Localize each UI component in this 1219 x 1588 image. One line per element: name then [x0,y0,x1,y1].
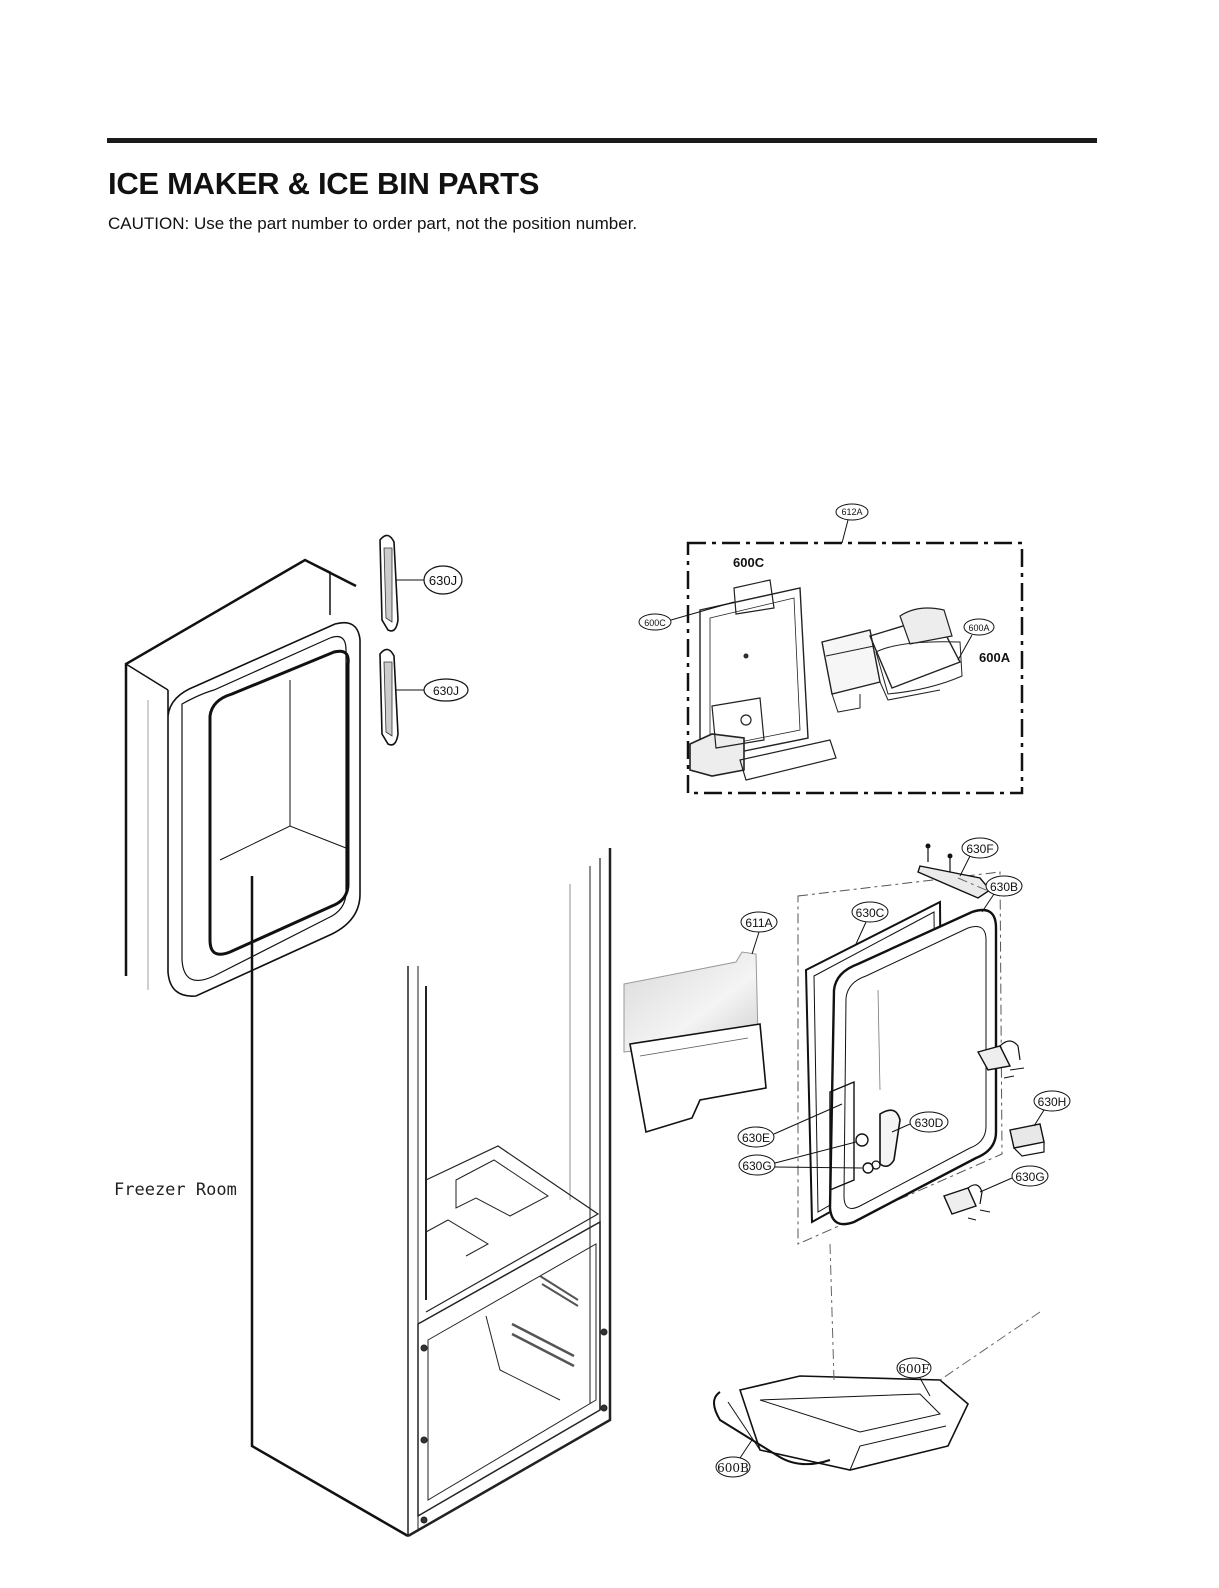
part-630J-top [379,534,424,632]
callout-630F: 630F [959,837,999,877]
callout-600F-label: 600F [898,1362,929,1376]
callout-630B: 630B [981,875,1023,913]
callout-600A-small: 600A [957,618,995,661]
part-630G-bracket [943,1184,991,1221]
callout-630C: 630C [851,901,889,945]
part-630B-door [828,908,998,1226]
callout-630J-bottom-label: 630J [433,684,459,698]
callout-630B-label: 630B [990,880,1018,894]
part-hinge-right [976,1040,1025,1079]
callout-630H: 630H [1033,1090,1071,1127]
icemaker-assembly-box [686,519,1024,795]
header-rule [107,138,1097,143]
callout-630H-label: 630H [1038,1095,1067,1109]
callout-630J-top-label: 630J [429,573,457,588]
callout-630G-right-label: 630G [1015,1170,1044,1184]
callout-600B: 600B [715,1439,753,1478]
callout-600A-bold: 600A [979,650,1011,665]
part-630J-bottom [379,648,424,746]
callout-630F-label: 630F [966,842,993,856]
callout-630E: 630E [737,1103,843,1148]
part-600A-icemaker [821,607,963,713]
callout-630G-right: 630G [979,1165,1049,1193]
part-630H-cap [1009,1123,1045,1157]
ice-bin-door-outline [797,871,1003,1245]
callout-630J-top: 630J [423,565,463,595]
callout-612A-label: 612A [841,507,862,517]
callout-600C-small: 600C [638,601,735,631]
part-630F-hinge-bracket [917,843,992,899]
part-611A-cover [623,951,767,1134]
callout-630D-label: 630D [915,1116,944,1130]
callout-630G-left: 630G [738,1141,863,1176]
callout-600A-small-label: 600A [968,623,989,633]
callout-600B-label: 600B [717,1461,749,1475]
callout-600F: 600F [896,1357,932,1397]
callout-611A: 611A [740,911,778,955]
callout-611A-label: 611A [745,916,772,930]
callout-600C-small-label: 600C [644,618,666,628]
part-600C-bracket [689,579,837,781]
callout-600C-bold: 600C [733,555,765,570]
page-title: ICE MAKER & ICE BIN PARTS [108,166,540,201]
callout-630E-label: 630E [742,1131,770,1145]
caution-note: CAUTION: Use the part number to order pa… [108,214,638,233]
callout-630D: 630D [891,1111,949,1133]
dispenser-housing-frame [124,558,409,1538]
part-600F-ice-bin [713,1375,969,1471]
callout-630J-bottom: 630J [423,678,469,702]
freezer-cabinet [407,848,612,1538]
callout-612A: 612A [835,503,869,521]
callout-630G-left-label: 630G [742,1159,771,1173]
callout-630C-label: 630C [856,906,885,920]
freezer-room-label: Freezer Room [114,1180,237,1200]
part-630D-handle [829,1080,901,1192]
leader-dashes [829,877,1041,1381]
